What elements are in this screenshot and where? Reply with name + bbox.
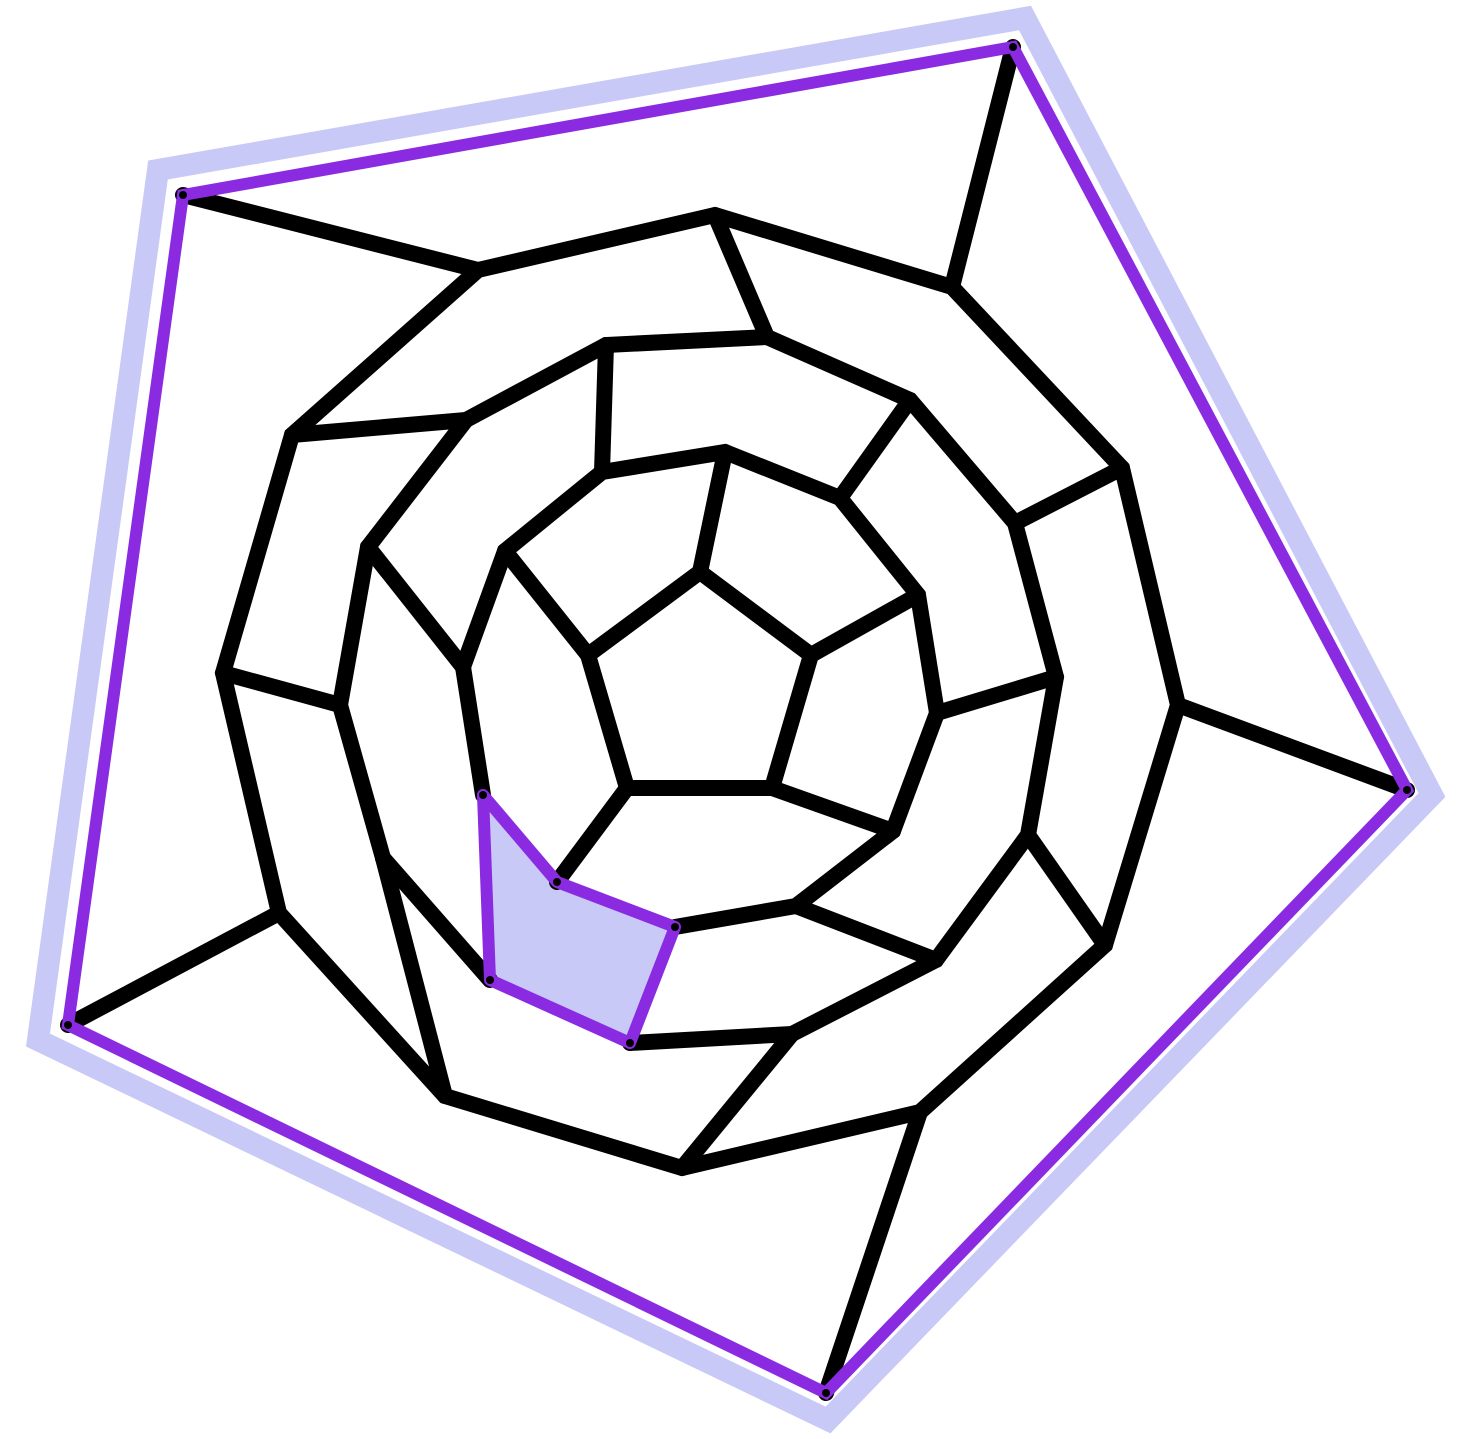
vertex: [553, 878, 561, 886]
edge: [458, 328, 1065, 1051]
edge: [455, 659, 491, 803]
edge: [549, 780, 635, 890]
vertex: [179, 191, 187, 199]
edge: [60, 905, 287, 1033]
edge: [375, 850, 453, 1104]
edge: [707, 207, 775, 345]
edge: [1007, 460, 1130, 531]
vertex: [671, 923, 679, 931]
edge: [497, 543, 596, 663]
edge: [215, 665, 348, 713]
edge: [284, 412, 474, 443]
edge: [929, 669, 1064, 721]
edge: [332, 412, 474, 713]
edge: [1020, 827, 1113, 953]
outer-face-halo: [26, 5, 1446, 1434]
vertex: [64, 1021, 72, 1029]
graph-edges: [60, 39, 1415, 1401]
edge: [818, 1104, 928, 1401]
edge: [674, 1026, 800, 1176]
edge: [692, 444, 733, 580]
vertices: [64, 43, 1411, 1397]
vertex: [479, 791, 487, 799]
vertex: [486, 976, 494, 984]
edge: [944, 39, 1021, 295]
edge: [764, 780, 901, 839]
edge: [832, 392, 918, 506]
vertex: [1009, 43, 1017, 51]
edge: [578, 562, 821, 796]
highlighted-face-boundary: [477, 789, 681, 1049]
vertex: [626, 1039, 634, 1047]
edge: [594, 337, 614, 480]
edge: [332, 697, 391, 866]
edge: [375, 850, 498, 988]
edge: [360, 539, 471, 675]
edge: [175, 187, 486, 278]
highlighted-outer-cycle: [61, 40, 1415, 1401]
edge: [803, 587, 926, 663]
edge: [788, 898, 944, 968]
vertex: [1403, 786, 1411, 794]
vertex: [822, 1389, 830, 1397]
edge: [455, 443, 946, 935]
edge: [1170, 697, 1415, 798]
